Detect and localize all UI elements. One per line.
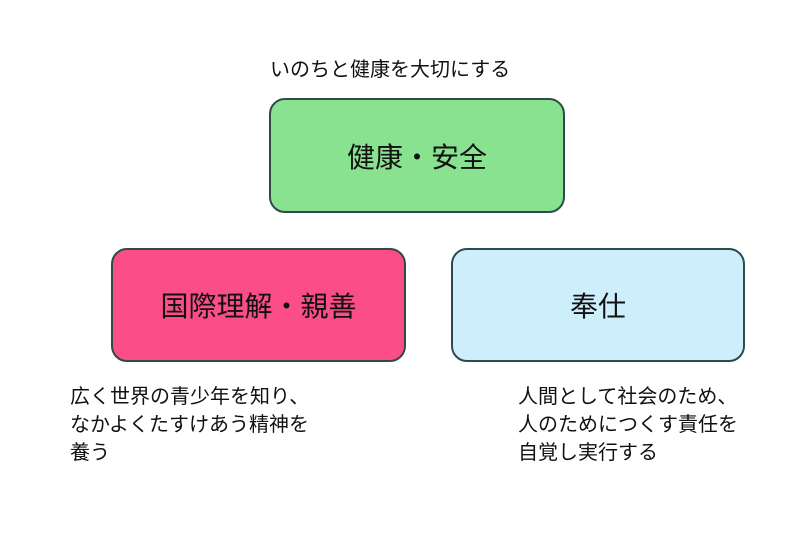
health-safety-label: 健康・安全	[346, 140, 487, 174]
top-caption: いのちと健康を大切にする	[270, 57, 511, 81]
international-understanding-box: 国際理解・親善	[111, 248, 406, 362]
health-safety-box: 健康・安全	[269, 98, 565, 213]
international-understanding-label: 国際理解・親善	[160, 290, 357, 323]
international-understanding-description: 広く世界の青少年を知り、 なかよくたすけあう精神を 養う	[70, 384, 310, 464]
service-box: 奉仕	[451, 248, 745, 362]
service-label: 奉仕	[569, 290, 626, 323]
service-description: 人間として社会のため、 人のためにつくす責任を 自覚し実行する	[518, 384, 738, 464]
